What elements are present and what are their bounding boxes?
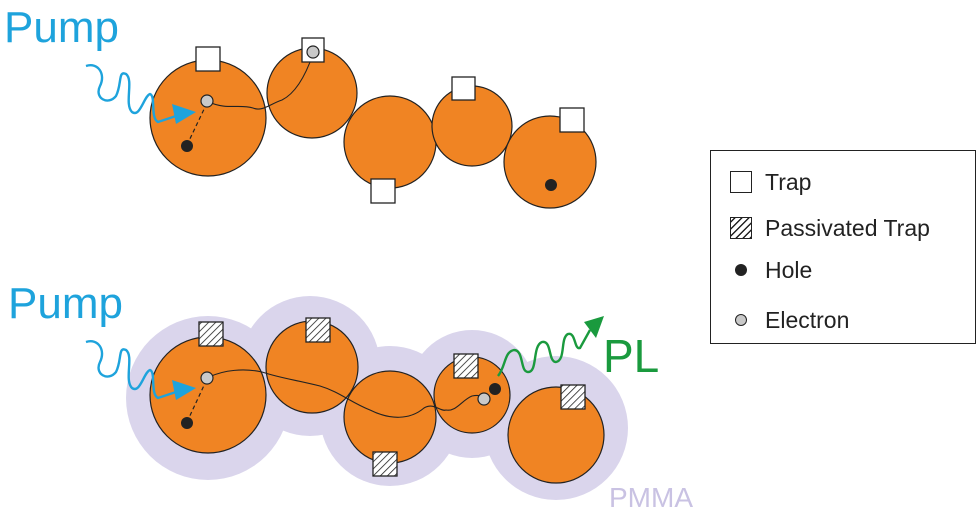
pump-arrowhead-icon — [172, 104, 196, 124]
trap-square — [559, 107, 585, 133]
passivated-trap-square — [453, 353, 479, 379]
passivated-trap-square — [305, 317, 331, 343]
legend-label: Trap — [765, 168, 812, 195]
trap-square — [370, 178, 396, 204]
passivated-trap-square-icon — [730, 217, 752, 239]
legend-item-passivated-trap: Passivated Trap — [727, 213, 930, 243]
passivated-trap-square — [198, 321, 224, 347]
electron-dot-icon — [735, 314, 747, 326]
pump-label-bottom: Pump — [8, 279, 123, 328]
electron — [200, 94, 214, 108]
legend-label: Passivated Trap — [765, 214, 930, 241]
electron-path — [208, 53, 314, 110]
legend: Trap Passivated Trap Hole Electron — [710, 150, 976, 344]
pl-wave-icon — [497, 329, 592, 377]
pl-label: PL — [603, 330, 659, 382]
pump-arrowhead-icon — [172, 380, 196, 400]
passivated-trap-square — [372, 451, 398, 477]
legend-label: Electron — [765, 306, 850, 333]
legend-item-trap: Trap — [727, 167, 811, 197]
nanocrystal — [343, 95, 437, 189]
passivated-trap-square — [560, 384, 586, 410]
trap-square-icon — [730, 171, 752, 193]
trap-square — [195, 46, 221, 72]
hole — [545, 179, 557, 191]
legend-item-hole: Hole — [727, 255, 812, 285]
electron — [200, 371, 214, 385]
exciton-separation-line — [186, 102, 208, 146]
hole-dot-icon — [735, 264, 747, 276]
pump-label-top: Pump — [4, 3, 119, 52]
electron-path — [208, 369, 485, 418]
trap-square — [451, 76, 476, 101]
legend-label: Hole — [765, 256, 813, 283]
bottom-chain: Pump PL PMMA — [8, 279, 693, 512]
exciton-separation-line — [186, 378, 208, 423]
pump-wave-icon — [85, 340, 177, 400]
hole — [181, 140, 193, 152]
top-chain: Pump — [4, 3, 597, 209]
nanocrystal — [507, 386, 605, 484]
pmma-label: PMMA — [609, 482, 693, 512]
pump-wave-icon — [85, 64, 177, 124]
legend-item-electron: Electron — [727, 305, 849, 335]
trapped-electron — [306, 45, 320, 59]
nanocrystal — [503, 115, 597, 209]
hole — [489, 383, 501, 395]
pl-arrowhead-icon — [584, 316, 604, 338]
electron — [477, 392, 491, 406]
hole — [181, 417, 193, 429]
